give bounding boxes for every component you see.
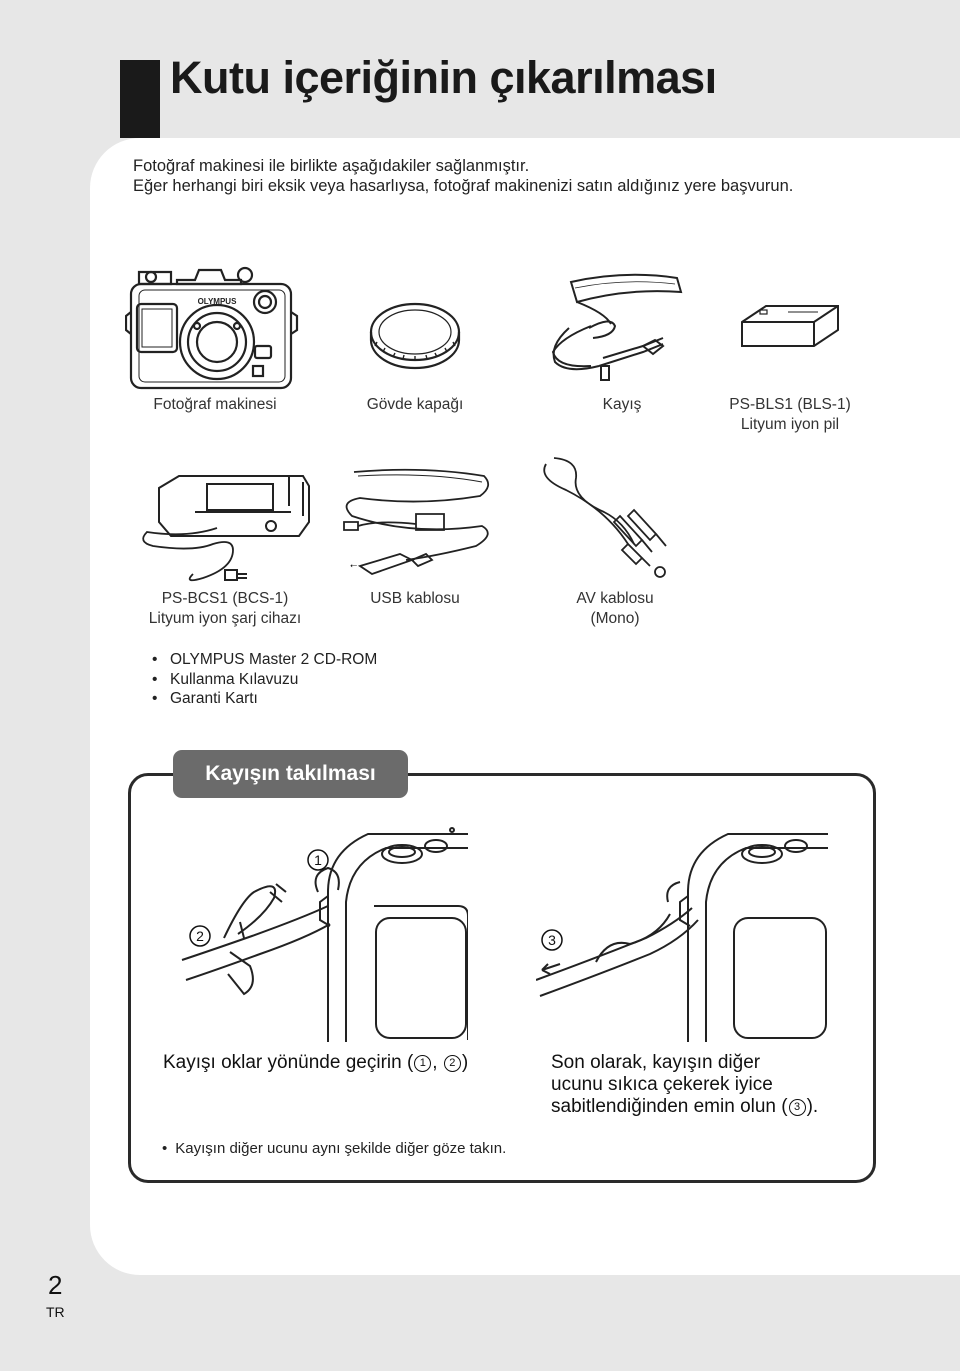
step-marker-1: 1 xyxy=(314,852,322,868)
steps-1-2-separator: , xyxy=(432,1052,443,1073)
step-3-line-2: ucunu sıkıca çekerek iyice xyxy=(551,1074,773,1095)
step-3-line-3: sabitlendiğinden emin olun (3). xyxy=(551,1096,818,1118)
caption-body-cap: Gövde kapağı xyxy=(355,395,475,415)
page-number: 2 xyxy=(48,1270,63,1300)
strap-section-title: Kayışın takılması xyxy=(173,750,408,798)
strap-attachment-box xyxy=(128,773,876,1183)
usb-cable-illustration: ⭠ xyxy=(343,468,490,575)
battery-illustration xyxy=(741,305,839,347)
title-tab-marker xyxy=(120,60,160,138)
steps-1-2-text-after: ) xyxy=(461,1052,469,1073)
page-title: Kutu içeriğinin çıkarılması xyxy=(170,52,717,103)
caption-body-cap-label: Gövde kapağı xyxy=(366,396,464,413)
caption-charger-line-2: Lityum iyon şarj cihazı xyxy=(148,610,302,627)
step-ref-3: 3 xyxy=(788,1099,806,1116)
list-item: OLYMPUS Master 2 CD-ROM xyxy=(152,650,377,670)
caption-charger: PS-BCS1 (BCS-1) Lityum iyon şarj cihazı xyxy=(135,589,315,629)
caption-battery: PS-BLS1 (BLS-1) Lityum iyon pil xyxy=(715,395,865,435)
step-ref-1: 1 xyxy=(414,1055,432,1072)
caption-camera: Fotoğraf makinesi xyxy=(135,395,295,415)
caption-av-line-1: AV kablosu xyxy=(576,590,654,607)
step-marker-3: 3 xyxy=(548,932,556,948)
intro-text: Fotoğraf makinesi ile birlikte aşağıdaki… xyxy=(133,156,793,196)
caption-usb-label: USB kablosu xyxy=(370,590,460,607)
caption-battery-line-1: PS-BLS1 (BLS-1) xyxy=(729,396,851,413)
camera-illustration: OLYMPUS xyxy=(125,266,299,390)
av-cable-illustration xyxy=(543,457,667,578)
extra-items-list: OLYMPUS Master 2 CD-ROM Kullanma Kılavuz… xyxy=(152,650,377,709)
step-ref-2: 2 xyxy=(443,1055,461,1072)
step-3-instruction: Son olarak, kayışın diğer ucunu sıkıca ç… xyxy=(551,1052,818,1118)
list-item: Kullanma Kılavuzu xyxy=(152,670,377,690)
body-cap-illustration xyxy=(369,302,461,370)
strap-attach-step-3-illustration: 3 xyxy=(536,833,828,1042)
caption-av: AV kablosu (Mono) xyxy=(555,589,675,629)
strap-illustration xyxy=(551,273,683,381)
intro-line-1: Fotoğraf makinesi ile birlikte aşağıdaki… xyxy=(133,157,530,175)
steps-1-2-line: Kayışı oklar yönünde geçirin (1, 2) xyxy=(163,1052,468,1074)
camera-brand-label: OLYMPUS xyxy=(198,297,237,306)
step-marker-2: 2 xyxy=(196,928,204,944)
caption-battery-line-2: Lityum iyon pil xyxy=(740,416,840,433)
caption-charger-line-1: PS-BCS1 (BCS-1) xyxy=(161,590,289,607)
intro-line-2: Eğer herhangi biri eksik veya hasarlıysa… xyxy=(133,177,794,195)
caption-strap-label: Kayış xyxy=(602,396,642,413)
strap-footnote: Kayışın diğer ucunu aynı şekilde diğer g… xyxy=(162,1140,506,1157)
steps-1-2-instruction: Kayışı oklar yönünde geçirin (1, 2) xyxy=(163,1052,468,1074)
caption-av-line-2: (Mono) xyxy=(590,610,640,627)
step-3-text-after: ). xyxy=(806,1096,819,1117)
caption-strap: Kayış xyxy=(582,395,662,415)
language-code: TR xyxy=(46,1304,65,1320)
usb-plug-symbol: ⭠ xyxy=(350,561,357,571)
step-3-line-1: Son olarak, kayışın diğer xyxy=(551,1052,761,1073)
strap-attach-steps-1-2-illustration: 1 2 xyxy=(181,827,468,1042)
steps-1-2-text-before: Kayışı oklar yönünde geçirin ( xyxy=(163,1052,414,1073)
charger-illustration xyxy=(142,475,310,582)
list-item: Garanti Kartı xyxy=(152,689,377,709)
caption-usb: USB kablosu xyxy=(355,589,475,609)
step-3-text-before: sabitlendiğinden emin olun ( xyxy=(551,1096,788,1117)
caption-camera-label: Fotoğraf makinesi xyxy=(153,396,277,413)
